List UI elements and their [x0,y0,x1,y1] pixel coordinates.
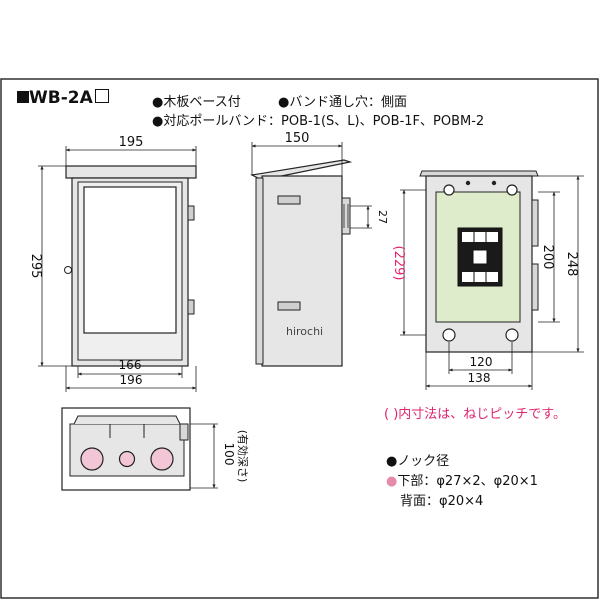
mount-hole-icon [491,180,497,186]
knock-bottom-text: 下部：φ27×2、φ20×1 [397,474,538,489]
outer-border [0,78,599,599]
feature-2: ●バンド通し穴：側面 [278,91,407,110]
pink-bullet-icon: ● [386,474,398,489]
dim-295: 295 [28,254,43,279]
dim-248: 248 [564,252,579,277]
dim-138: 138 [468,371,491,385]
drawing-frame: 195 295 166 196 150 27 hirochi [0,78,599,599]
side-view: 150 27 [250,131,389,367]
bullet-icon: ● [386,454,398,469]
knockout-27-icon [80,447,104,471]
dim-120: 120 [470,355,493,369]
watermark: hirochi [286,325,323,338]
breaker-switch-icon [472,249,488,265]
front-hood [65,165,197,179]
knockout-27-icon [150,447,174,471]
blank-square-icon [94,89,109,103]
side-hinge-bottom [277,301,301,311]
screw-hole-icon [442,328,456,342]
knock-bottom: ●下部：φ27×2、φ20×1 [386,470,538,489]
feature-1: ●木板ベース付 [152,91,241,110]
feature-3: ●対応ポールバンド：POB-1(S、L)、POB-1F、POBM-2 [152,110,484,129]
knockout-20-icon [118,450,136,468]
model-label: WB-2A [17,88,109,108]
mount-hole-icon [465,180,471,186]
hinge-bottom [187,299,195,315]
bullet-icon: ● [152,95,164,110]
dim-196: 196 [120,373,143,387]
side-band-hole [341,197,351,235]
hinge-top [187,205,195,221]
knock-back: 背面：φ20×4 [400,490,483,509]
bullet-icon: ● [152,114,164,129]
effective-depth-note: (有効深さ) [236,430,250,483]
bottom-view: 100 (有効深さ) [61,407,250,491]
feature-3-text: 対応ポールバンド：POB-1(S、L)、POB-1F、POBM-2 [163,114,485,129]
knock-back-text: 背面：φ20×4 [400,494,484,509]
screw-hole-icon [506,184,518,196]
latch-icon [64,266,72,274]
dim-229: (229) [391,246,406,281]
inner-bracket-top [531,199,539,247]
dim-166: 166 [119,358,142,372]
side-door-edge [255,177,264,365]
bottom-hinge [179,423,189,441]
front-view: 195 295 166 196 [28,135,197,392]
screw-hole-icon [443,184,455,196]
feature-2-text: バンド通し穴：側面 [289,95,407,110]
feature-1-text: 木板ベース付 [163,95,241,110]
dim-27: 27 [376,210,389,224]
inner-roof [419,170,539,177]
side-hinge-top [277,195,301,205]
screw-hole-icon [505,328,519,342]
inner-view: (229) 200 248 120 138 [391,170,584,390]
knock-title: ●ノック径 [386,450,449,469]
pitch-note: ( )内寸法は、ねじピッチです。 [384,407,566,422]
inner-bracket-bottom [531,263,539,311]
dim-195: 195 [119,135,144,150]
dim-200: 200 [540,245,555,270]
knock-title-text: ノック径 [397,454,450,469]
dim-150: 150 [285,131,310,146]
dim-100: 100 [222,443,236,466]
model-name: WB-2A [29,88,93,108]
bullet-icon: ● [278,95,290,110]
square-bullet-icon [17,91,29,103]
front-window [83,186,177,334]
